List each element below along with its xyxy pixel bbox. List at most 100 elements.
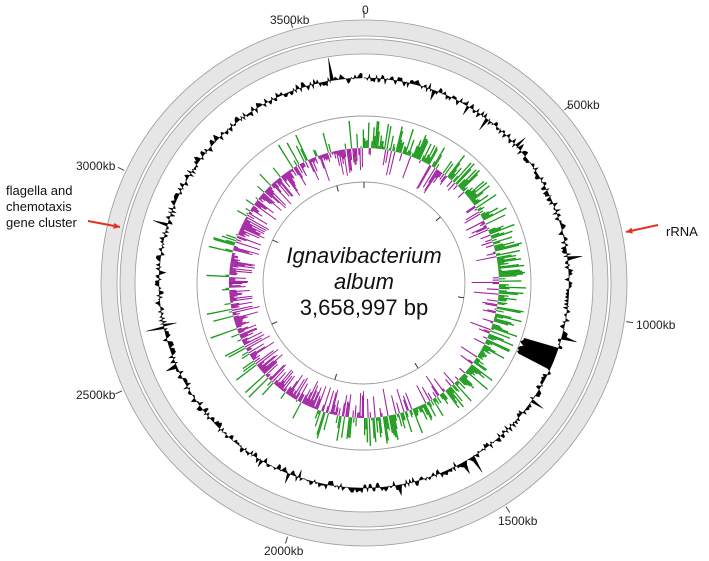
gc-skew-bar [246, 347, 251, 351]
gc-skew-bar [491, 325, 509, 333]
gc-skew-bar [482, 301, 498, 306]
gc-skew-bar [316, 411, 325, 435]
annotation-arrows [87, 220, 659, 234]
gc-skew-bar [494, 317, 512, 324]
gc-skew-bar [250, 346, 266, 357]
gc-content-track [146, 58, 583, 496]
gc-skew-bar [424, 154, 430, 163]
gc-skew-bar [385, 150, 393, 176]
gc-skew-bar [314, 410, 322, 427]
gc-skew-bar [460, 354, 473, 365]
gc-skew-bar [239, 327, 257, 336]
gc-skew-bar [313, 157, 316, 161]
gc-skew-bar [465, 205, 476, 213]
gc-skew-bar [498, 269, 520, 273]
gc-skew-bar [233, 246, 260, 255]
gc-skew-bar [259, 354, 278, 370]
gc-skew-bar [291, 168, 297, 176]
gc-skew-bar [378, 145, 380, 149]
gc-skew-bar [452, 384, 460, 392]
gc-skew-bar [326, 390, 335, 414]
gc-skew-bar [275, 180, 290, 197]
gc-skew-bar [345, 401, 349, 417]
gc-skew-bar [238, 231, 250, 237]
gc-skew-bar [375, 121, 380, 149]
gc-skew-bar [254, 203, 277, 221]
gc-skew-bar [276, 179, 282, 186]
gc-skew-bar [434, 397, 440, 405]
gc-skew-bar [498, 268, 501, 271]
gc-skew-bar [238, 330, 245, 334]
gc-skew-bar [473, 360, 488, 371]
gc-skew-bar [393, 146, 396, 152]
gc-skew-bar [338, 150, 344, 175]
gc-skew-bar [329, 411, 331, 414]
gc-skew-bar [400, 412, 406, 429]
gc-skew-bar [421, 386, 431, 402]
gc-skew-bar [428, 169, 438, 183]
gc-skew-bar [277, 178, 293, 197]
gc-skew-bar [213, 315, 234, 322]
gc-skew-bar [386, 415, 390, 431]
gc-skew-bar [229, 295, 253, 300]
gc-skew-bar [230, 298, 238, 301]
gc-skew-bar [493, 320, 509, 326]
gc-skew-bar [288, 374, 303, 396]
gc-skew-bar [498, 285, 506, 287]
gc-skew-bar [245, 217, 248, 220]
gc-skew-bar [240, 332, 254, 339]
gc-skew-bar [224, 302, 231, 306]
gc-skew-bar [495, 313, 512, 319]
gc-skew-bar [321, 154, 324, 159]
gc-skew-bar [318, 155, 325, 169]
gc-skew-bar [496, 249, 520, 257]
gc-skew-bar [348, 148, 353, 172]
gc-skew-bar [487, 227, 490, 230]
gc-skew-bar [498, 297, 517, 301]
gc-skew-bar [273, 379, 278, 385]
gc-skew-bar [442, 388, 446, 392]
gc-skew-bar [490, 232, 505, 238]
gc-skew-bar [233, 248, 249, 254]
scale-tick-outer [115, 390, 123, 395]
gc-skew-bar [489, 223, 515, 235]
gc-skew-bar [341, 149, 345, 160]
gc-skew-bar [259, 355, 275, 369]
gc-skew-bar [421, 155, 425, 162]
gc-skew-bar [452, 175, 459, 182]
gc-skew-bar [330, 392, 337, 414]
gc-skew-bar [402, 156, 412, 179]
gc-skew-bar [389, 151, 396, 175]
gc-skew-bar [230, 301, 253, 307]
organism-name-line-2: album [334, 269, 394, 294]
gc-skew-bar [247, 214, 255, 220]
gc-skew-bar [262, 354, 283, 373]
gc-skew-bar [497, 258, 522, 264]
gc-skew-bar [456, 380, 466, 389]
gc-skew-bar [447, 155, 466, 178]
gc-skew-bar [235, 239, 242, 242]
gc-skew-bar [460, 169, 481, 190]
organism-name-line-1: Ignavibacterium [286, 243, 442, 268]
gc-skew-bar [485, 341, 493, 346]
tick-label-2000kb: 2000kb [264, 544, 304, 558]
gc-skew-bar [338, 408, 341, 416]
genome-size: 3,658,997 bp [299, 295, 429, 320]
gc-skew-bar [473, 199, 480, 205]
gc-skew-bar [431, 385, 439, 397]
gc-skew-bar [344, 149, 347, 158]
gc-skew-bar [312, 157, 316, 163]
gc-skew-bar [447, 388, 456, 399]
gc-skew-bar [498, 291, 524, 295]
gc-skew-bar [459, 377, 468, 386]
gc-skew-bar [494, 245, 505, 250]
gc-skew-bar [498, 264, 525, 269]
gc-skew-bar [221, 288, 230, 291]
gc-skew-bar [474, 359, 480, 364]
gc-skew-bar [229, 281, 248, 283]
gc-skew-bar [242, 223, 257, 232]
gc-skew-bar [245, 216, 270, 231]
gc-skew-bar [265, 190, 280, 204]
gc-skew-bar [301, 394, 307, 404]
scale-tick-inner [336, 185, 339, 192]
